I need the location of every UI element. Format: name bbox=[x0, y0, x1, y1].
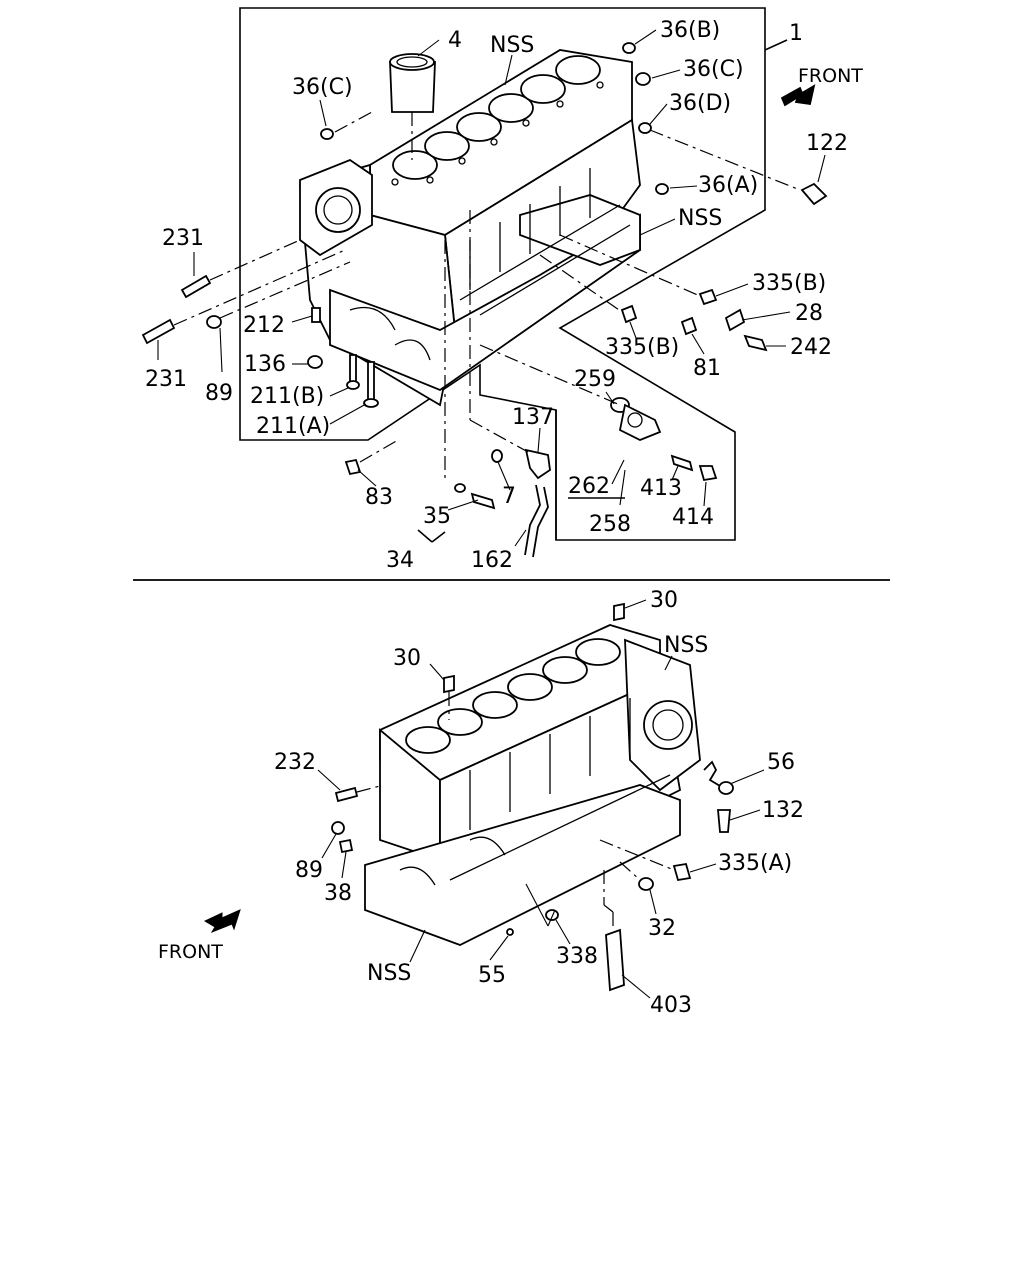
pin-212 bbox=[311, 307, 321, 323]
fitting-28 bbox=[724, 308, 746, 332]
callout-414: 414 bbox=[672, 505, 714, 530]
pin-38 bbox=[338, 838, 354, 854]
dowels-30 bbox=[443, 602, 625, 720]
water-pump-258 bbox=[479, 344, 718, 499]
front-label-bottom: FRONT bbox=[158, 941, 223, 963]
callout-28: 28 bbox=[795, 301, 823, 326]
callout-4: 4 bbox=[448, 28, 462, 53]
callout-nss-right: NSS bbox=[664, 633, 708, 658]
stud-232 bbox=[334, 786, 359, 803]
callout-232: 232 bbox=[274, 750, 316, 775]
callout-nss-mid: NSS bbox=[678, 206, 722, 231]
studs-231 bbox=[141, 239, 346, 345]
hose-162 bbox=[524, 484, 549, 558]
pin-83 bbox=[344, 439, 399, 476]
elbow-137 bbox=[469, 210, 551, 480]
callout-89-top: 89 bbox=[205, 381, 233, 406]
plug-338 bbox=[545, 909, 559, 921]
callout-36c-left: 36(C) bbox=[292, 75, 353, 100]
callout-1: 1 bbox=[789, 21, 803, 46]
callout-211b: 211(B) bbox=[250, 384, 324, 409]
callout-122: 122 bbox=[806, 131, 848, 156]
callout-81: 81 bbox=[693, 356, 721, 381]
callout-259: 259 bbox=[574, 367, 616, 392]
callout-403: 403 bbox=[650, 993, 692, 1018]
callout-7: 7 bbox=[502, 484, 516, 509]
plug-136 bbox=[307, 355, 323, 369]
drain-34 bbox=[417, 240, 496, 543]
leader-lines-top bbox=[157, 29, 826, 547]
leader-lines-bottom bbox=[317, 599, 765, 999]
callout-212: 212 bbox=[243, 313, 285, 338]
bolts-335b bbox=[539, 234, 718, 336]
callout-nss-bottom: NSS bbox=[367, 961, 411, 986]
callout-36b: 36(B) bbox=[660, 18, 720, 43]
callout-56: 56 bbox=[767, 750, 795, 775]
callout-30-top: 30 bbox=[650, 588, 678, 613]
callout-335b-lower: 335(B) bbox=[605, 335, 679, 360]
callout-30-left: 30 bbox=[393, 646, 421, 671]
callout-413: 413 bbox=[640, 476, 682, 501]
callouts-bottom: 30 30 NSS 232 56 132 89 38 335(A) 32 NSS… bbox=[274, 588, 804, 1018]
callout-335b-right: 335(B) bbox=[752, 271, 826, 296]
callout-36c-right: 36(C) bbox=[683, 57, 744, 82]
engine-block-bottom bbox=[364, 624, 701, 946]
callout-34: 34 bbox=[386, 548, 414, 573]
callout-132: 132 bbox=[762, 798, 804, 823]
callout-35: 35 bbox=[423, 504, 451, 529]
front-label-top: FRONT bbox=[798, 65, 863, 87]
callout-262: 262 bbox=[568, 474, 610, 499]
top-assembly: 1 4 NSS 36(B) 36(C) 36(D) 36(A) 36(C) 12… bbox=[141, 7, 863, 573]
callout-38: 38 bbox=[324, 881, 352, 906]
plug-89-bottom bbox=[331, 821, 345, 835]
callout-83: 83 bbox=[365, 485, 393, 510]
callout-32: 32 bbox=[648, 916, 676, 941]
pin-55 bbox=[506, 928, 514, 936]
bottom-assembly: 30 30 NSS 232 56 132 89 38 335(A) 32 NSS… bbox=[158, 588, 804, 1018]
fitting-56 bbox=[703, 760, 734, 795]
callout-231-top: 231 bbox=[162, 226, 204, 251]
callout-137: 137 bbox=[512, 405, 554, 430]
callout-335a: 335(A) bbox=[718, 851, 792, 876]
cylinder-liner-4 bbox=[389, 53, 436, 160]
callout-211a: 211(A) bbox=[256, 414, 330, 439]
callout-36a: 36(A) bbox=[698, 173, 758, 198]
plug-32 bbox=[638, 877, 654, 891]
callout-242: 242 bbox=[790, 335, 832, 360]
plug-7 bbox=[491, 449, 503, 463]
callout-nss-top: NSS bbox=[490, 33, 534, 58]
callout-55: 55 bbox=[478, 963, 506, 988]
bolt-122 bbox=[649, 129, 828, 206]
bracket-403 bbox=[603, 870, 625, 992]
bolts-211 bbox=[346, 354, 379, 408]
callout-162: 162 bbox=[471, 548, 513, 573]
callouts-top: 1 4 NSS 36(B) 36(C) 36(D) 36(A) 36(C) 12… bbox=[145, 18, 848, 573]
callout-258: 258 bbox=[589, 512, 631, 537]
bolt-242 bbox=[743, 334, 768, 352]
callout-136: 136 bbox=[244, 352, 286, 377]
callout-231-bottom: 231 bbox=[145, 367, 187, 392]
callout-89-bottom: 89 bbox=[295, 858, 323, 883]
callout-36d: 36(D) bbox=[669, 91, 731, 116]
bolt-335a bbox=[672, 862, 692, 882]
front-arrow-top bbox=[780, 84, 816, 107]
callout-338: 338 bbox=[556, 944, 598, 969]
bolt-132 bbox=[717, 809, 731, 833]
front-arrow-bottom bbox=[203, 909, 241, 934]
engine-block-top bbox=[299, 49, 641, 407]
plugs-36 bbox=[320, 42, 669, 195]
plug-89-top bbox=[206, 315, 222, 329]
